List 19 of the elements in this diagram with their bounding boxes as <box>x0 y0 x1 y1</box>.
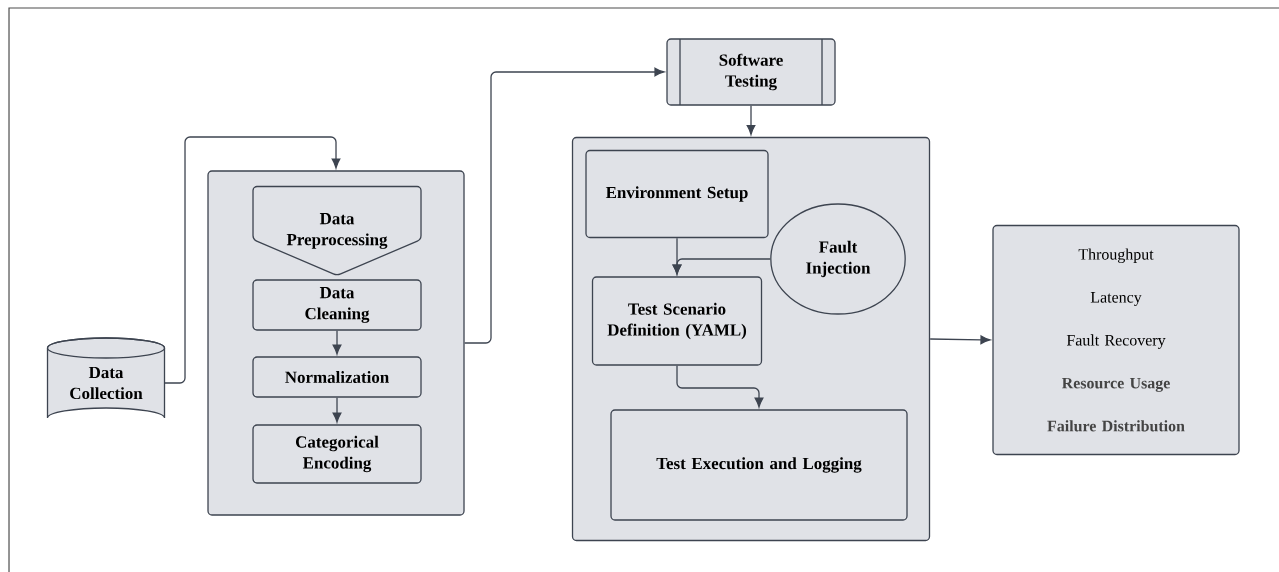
arrow <box>332 397 342 423</box>
process-box: Normalization <box>252 356 422 398</box>
arrow <box>929 335 991 345</box>
arrow <box>332 330 342 355</box>
process-box: Categorical Encoding <box>252 424 422 484</box>
process-box: Environment Setup <box>585 149 769 239</box>
process-box: Test Scenario Definition (YAML) <box>591 276 763 366</box>
arrow <box>464 67 665 344</box>
arrow <box>676 365 764 408</box>
process-box: Software Testing <box>666 38 836 106</box>
arrow <box>672 258 771 275</box>
database-cylinder: Data Collection <box>46 337 166 419</box>
arrow <box>746 105 756 136</box>
metrics-box: Throughput Latency Fault Recovery Resource Usage Failure Distribution <box>992 224 1240 456</box>
pentagon-box: Data Preprocessing <box>252 185 422 276</box>
process-box: Data Cleaning <box>252 279 422 331</box>
circle-node: Fault Injection <box>770 203 906 315</box>
arrow <box>164 136 341 384</box>
process-box: Test Execution and Logging <box>610 409 908 521</box>
